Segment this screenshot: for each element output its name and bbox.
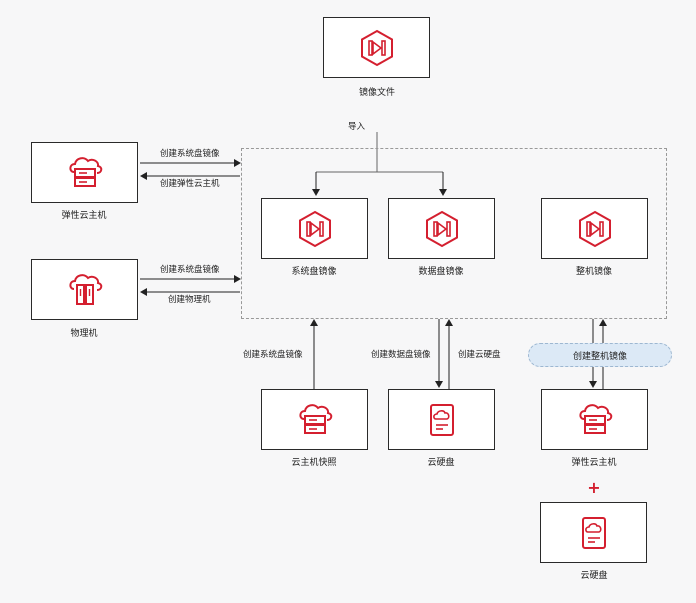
import-connector (312, 132, 447, 196)
disk-create-data-image-label: 创建数据盘镜像 (371, 350, 431, 360)
image-file-label: 镜像文件 (358, 88, 396, 98)
ecs-left-node[interactable] (31, 142, 138, 203)
image-icon (578, 210, 611, 247)
ecs-create-ecs-label: 创建弹性云主机 (160, 179, 220, 189)
cloud-server-icon (578, 403, 612, 434)
image-icon (298, 210, 331, 247)
system-disk-image-node[interactable] (261, 198, 368, 259)
plus-sign: + (587, 478, 601, 497)
physical-label: 物理机 (70, 329, 98, 339)
cloud-disk-mid-node[interactable] (388, 389, 495, 450)
data-disk-image-node[interactable] (388, 198, 495, 259)
full-image-label: 整机镜像 (575, 267, 613, 277)
cloud-disk-bottom-label: 云硬盘 (580, 571, 608, 581)
phys-create-sys-image-label: 创建系统盘镜像 (160, 265, 220, 275)
cloud-disk-icon (429, 403, 454, 436)
physical-server-icon (68, 273, 102, 305)
image-icon (425, 210, 458, 247)
snapshot-node[interactable] (261, 389, 368, 450)
cloud-disk-bottom-node[interactable] (540, 502, 647, 563)
full-image-node[interactable] (541, 198, 648, 259)
cloud-server-icon (298, 403, 332, 434)
system-disk-image-label: 系统盘镜像 (291, 267, 337, 277)
data-disk-image-label: 数据盘镜像 (418, 267, 464, 277)
import-label: 导入 (348, 122, 366, 132)
image-group-container (241, 148, 667, 319)
physical-node[interactable] (31, 259, 138, 320)
snapshot-create-sys-image-label: 创建系统盘镜像 (243, 350, 303, 360)
ecs-create-sys-image-label: 创建系统盘镜像 (160, 149, 220, 159)
cloud-server-icon (68, 156, 102, 187)
image-file-icon (360, 29, 393, 66)
cloud-disk-mid-label: 云硬盘 (427, 458, 455, 468)
ecs-right-node[interactable] (541, 389, 648, 450)
image-file-node[interactable] (323, 17, 430, 78)
cloud-disk-icon (581, 516, 606, 549)
disk-create-cloud-disk-label: 创建云硬盘 (458, 350, 501, 360)
ecs-right-label: 弹性云主机 (571, 458, 617, 468)
ecs-left-label: 弹性云主机 (61, 211, 107, 221)
snapshot-label: 云主机快照 (291, 458, 337, 468)
create-full-image-pill: 创建整机镜像 (528, 343, 672, 367)
phys-create-phys-label: 创建物理机 (168, 295, 211, 305)
